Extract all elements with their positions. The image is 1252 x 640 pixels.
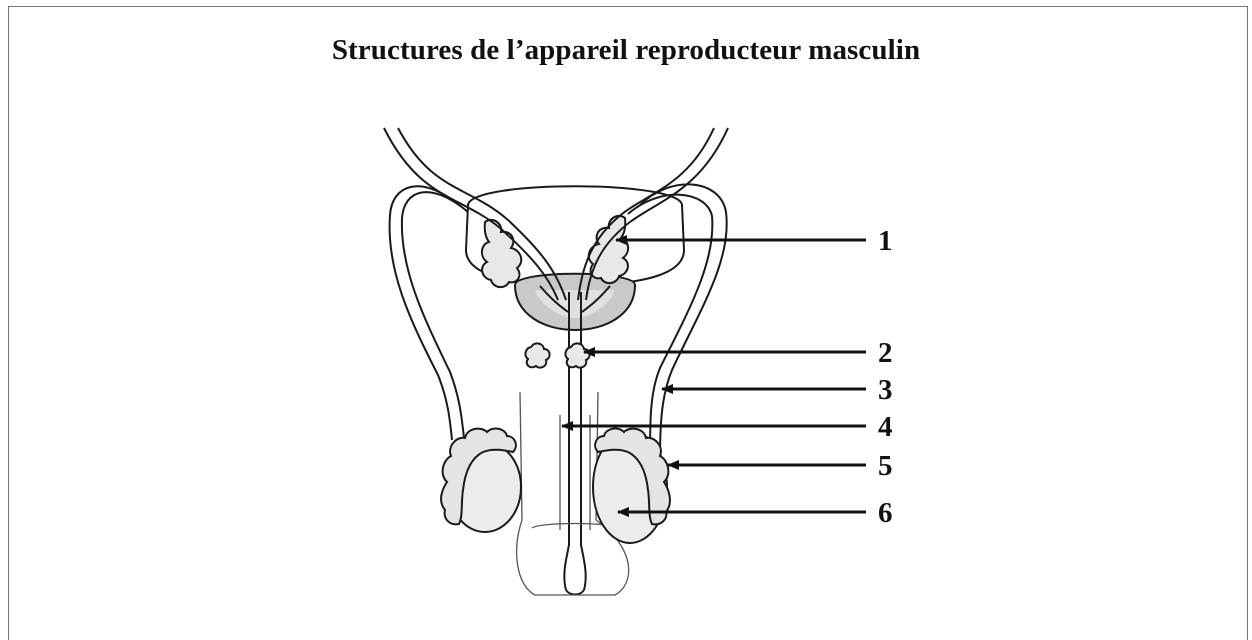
number-labels: 1 2 3 4 5 6 [878, 225, 893, 529]
label-4: 4 [878, 411, 893, 443]
label-2: 2 [878, 337, 893, 369]
label-5: 5 [878, 450, 893, 482]
bulbourethral-glands [525, 343, 589, 367]
prostate-gland [515, 274, 635, 330]
urethra [564, 292, 585, 595]
testis-left [441, 429, 521, 532]
label-6: 6 [878, 497, 893, 529]
label-3: 3 [878, 374, 893, 406]
label-1: 1 [878, 225, 893, 257]
testis-right [593, 429, 670, 543]
